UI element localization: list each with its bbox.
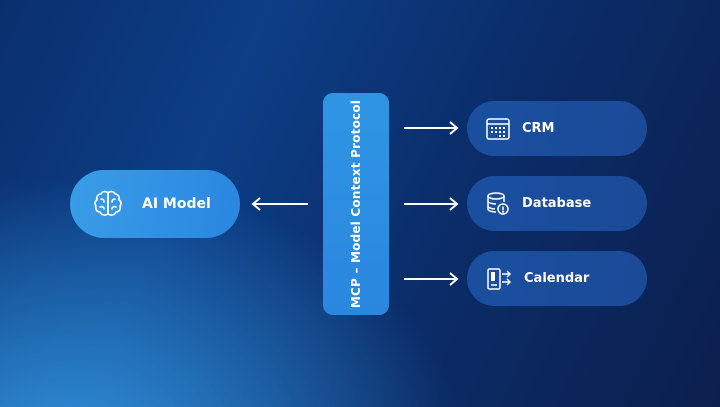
calendar-node: Calendar (467, 251, 647, 306)
database-node: Database (467, 176, 647, 231)
crm-node: CRM (467, 101, 647, 156)
arrow-to-calendar (404, 272, 459, 286)
mcp-protocol-label: MCP – Model Context Protocol (349, 99, 363, 309)
ai-model-label: AI Model (142, 196, 211, 212)
crm-label: CRM (522, 121, 555, 136)
crm-grid-icon (486, 117, 510, 140)
arrow-to-ai-model (251, 197, 308, 211)
arrow-to-database (404, 197, 459, 211)
mcp-protocol-bar: MCP – Model Context Protocol (323, 93, 389, 315)
calendar-label: Calendar (524, 271, 590, 286)
database-icon (486, 191, 510, 216)
brain-icon (92, 189, 126, 219)
ai-model-node: AI Model (70, 170, 240, 238)
calendar-icon (486, 267, 512, 291)
database-label: Database (522, 196, 592, 211)
arrow-to-crm (404, 121, 459, 135)
